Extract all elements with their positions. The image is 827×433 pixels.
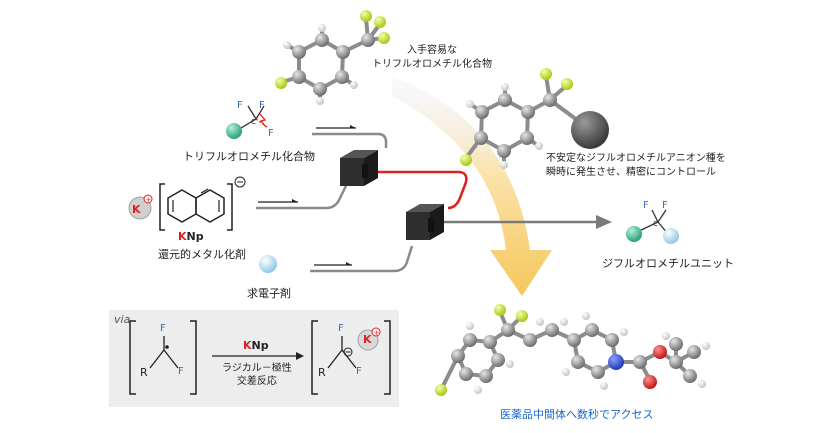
atom-f: F xyxy=(662,200,668,211)
via-reagent-label: KNp xyxy=(243,339,269,352)
via-k: K xyxy=(243,339,252,352)
via-np: Np xyxy=(251,339,269,352)
via-left-f1: F xyxy=(160,323,166,334)
via-right-f2: F xyxy=(356,366,362,377)
pharma-intermediate-molecule xyxy=(435,304,710,396)
atom-f: F xyxy=(268,128,274,139)
cf3-reagent-label: 入手容易な トリフルオロメチル化合物 xyxy=(372,45,492,70)
via-structures: + xyxy=(129,320,391,395)
atom-f: F xyxy=(237,100,243,111)
cf3-arene-molecule xyxy=(275,10,390,105)
difluoromethyl-unit-label: ジフルオロメチルユニット xyxy=(602,257,734,270)
via-right-r: R xyxy=(318,366,326,379)
trifluoromethyl-compound-label: トリフルオロメチル化合物 xyxy=(183,150,315,163)
electrophile-label: 求電子剤 xyxy=(247,287,291,300)
svg-text:+: + xyxy=(146,196,152,204)
via-right-k: K xyxy=(363,333,372,346)
reducing-agent-label: 還元的メタル化剤 xyxy=(158,248,246,261)
knp-k: K xyxy=(178,230,187,243)
potassium-symbol: K xyxy=(132,203,141,216)
atom-f: F xyxy=(259,100,265,111)
knp-reagent-structure: K + xyxy=(128,176,246,231)
anion-note-label: 不安定なジフルオロメチルアニオン種を 瞬時に発生させ、精密にコントロール xyxy=(546,153,726,178)
flow-lines xyxy=(256,125,612,273)
process-arrow xyxy=(392,76,552,296)
trifluoromethyl-reagent-structure: F F F C xyxy=(226,100,274,139)
via-left-r: R xyxy=(140,366,148,379)
pharma-note-label: 医薬品中間体へ数秒でアクセス xyxy=(500,408,654,421)
electrophile-sphere xyxy=(259,255,277,273)
via-right-f1: F xyxy=(338,323,344,334)
via-left-f2: F xyxy=(178,366,184,377)
mixer-2 xyxy=(406,204,444,240)
via-label: via xyxy=(114,313,131,326)
knp-np: Np xyxy=(186,230,204,243)
atom-c: C xyxy=(653,220,658,228)
knp-label: KNp xyxy=(178,230,204,243)
via-process-label: ラジカル－極性 交差反応 xyxy=(222,363,292,387)
difluoromethyl-unit-structure: F F C xyxy=(626,200,679,244)
mixer-1 xyxy=(340,150,378,186)
svg-text:+: + xyxy=(374,329,380,337)
difluoromethyl-anion-molecule xyxy=(460,68,609,169)
atom-c: C xyxy=(251,118,256,126)
atom-f: F xyxy=(643,200,649,211)
